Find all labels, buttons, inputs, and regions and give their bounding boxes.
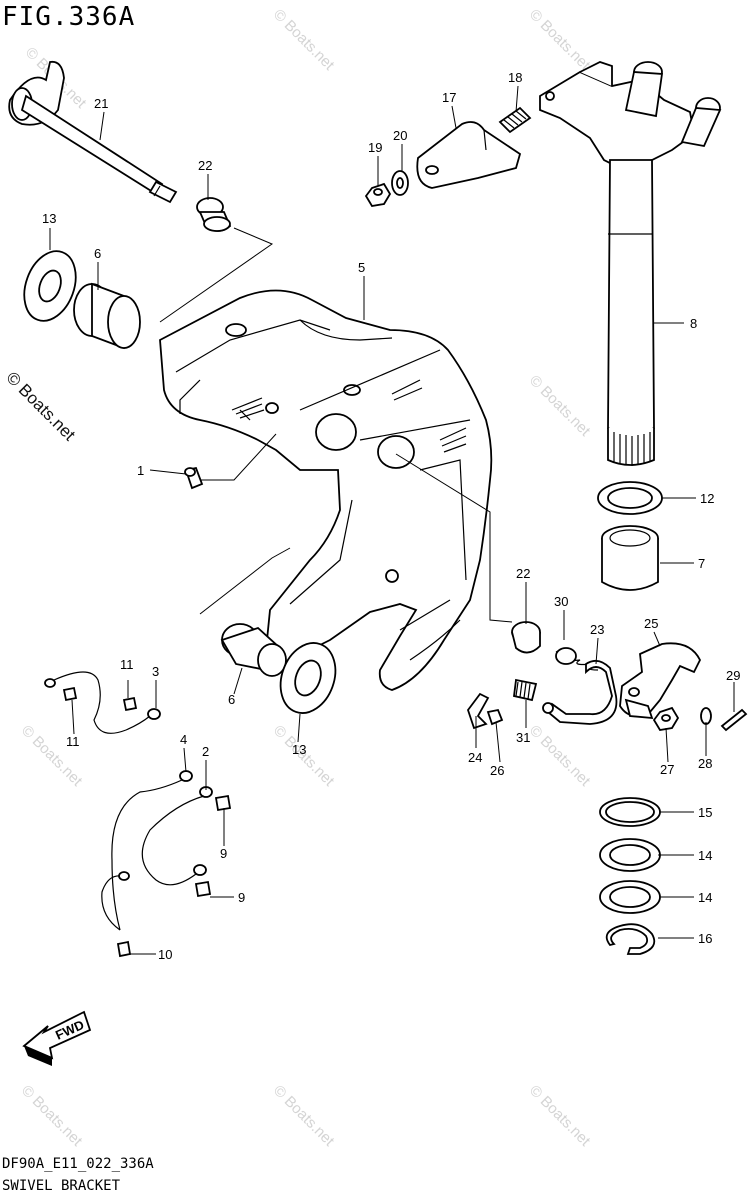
callout-25: 25 — [644, 616, 658, 631]
callout-7: 7 — [698, 556, 705, 571]
callout-5: 5 — [358, 260, 365, 275]
forward-arrow-badge: FWD — [22, 1010, 92, 1066]
callout-24: 24 — [468, 750, 482, 765]
lever-rod-part — [542, 659, 618, 725]
callout-labels: 1 2 3 4 5 6 6 7 8 9 9 10 11 11 12 13 13 … — [42, 70, 740, 962]
washer-part — [599, 880, 661, 914]
callout-11: 11 — [66, 734, 80, 749]
callout-20: 20 — [393, 128, 407, 143]
bolt-part — [486, 708, 504, 726]
tilt-lock-lever-part — [619, 642, 702, 720]
callout-31: 31 — [516, 730, 530, 745]
callout-18: 18 — [508, 70, 522, 85]
stud-part — [498, 106, 532, 134]
screw-part — [62, 686, 138, 712]
nut-part — [652, 706, 680, 731]
callout-6: 6 — [228, 692, 235, 707]
circlip-part — [605, 923, 656, 955]
callout-6: 6 — [94, 246, 101, 261]
callout-4: 4 — [180, 732, 187, 747]
callout-16: 16 — [698, 931, 712, 946]
ground-wire-part — [44, 671, 161, 734]
callout-9: 9 — [220, 846, 227, 861]
callout-26: 26 — [490, 763, 504, 778]
washer-part — [23, 250, 77, 322]
washer-part — [599, 797, 661, 827]
screw-part — [116, 794, 232, 958]
grease-nipple-part — [184, 466, 204, 490]
callout-11: 11 — [120, 657, 134, 672]
washer-part — [700, 707, 712, 725]
figure-name: SWIVEL BRACKET — [2, 1178, 121, 1194]
figure-code: DF90A_E11_022_336A — [2, 1156, 154, 1172]
callout-15: 15 — [698, 805, 712, 820]
callout-14: 14 — [698, 890, 712, 905]
callout-2: 2 — [202, 744, 209, 759]
callout-23: 23 — [590, 622, 604, 637]
callout-14: 14 — [698, 848, 712, 863]
washer-part — [599, 838, 661, 872]
callout-13: 13 — [42, 211, 56, 226]
callout-27: 27 — [660, 762, 674, 777]
washer-part — [391, 170, 409, 196]
ground-wire-part — [101, 770, 193, 931]
callout-30: 30 — [554, 594, 568, 609]
tilt-pin-part — [8, 60, 178, 204]
bracket-plate-part — [416, 121, 522, 189]
ground-wire-part — [141, 786, 213, 886]
callout-29: 29 — [726, 668, 740, 683]
callout-12: 12 — [700, 491, 714, 506]
nut-part — [364, 182, 392, 207]
bushing-part — [511, 621, 541, 654]
callout-22: 22 — [516, 566, 530, 581]
callout-9: 9 — [238, 890, 245, 905]
bushing-part — [601, 525, 659, 591]
washer-part — [597, 481, 663, 515]
callout-28: 28 — [698, 756, 712, 771]
bushing-part — [196, 197, 232, 232]
washer-part — [279, 642, 337, 714]
callout-21: 21 — [94, 96, 108, 111]
leader-lines — [49, 85, 735, 955]
bushing-part — [73, 282, 141, 350]
steering-shaft-part — [539, 61, 722, 466]
callout-19: 19 — [368, 140, 382, 155]
callout-10: 10 — [158, 947, 172, 962]
callout-1: 1 — [137, 463, 144, 478]
figure-title: FIG.336A — [2, 2, 136, 32]
callout-13: 13 — [292, 742, 306, 757]
swivel-bracket-part — [159, 289, 493, 691]
clip-part — [466, 692, 490, 730]
callout-17: 17 — [442, 90, 456, 105]
callout-22: 22 — [198, 158, 212, 173]
spring-part — [513, 678, 538, 702]
callout-8: 8 — [690, 316, 697, 331]
callout-3: 3 — [152, 664, 159, 679]
cotter-pin-part — [720, 708, 748, 732]
bushing-part — [220, 623, 287, 677]
